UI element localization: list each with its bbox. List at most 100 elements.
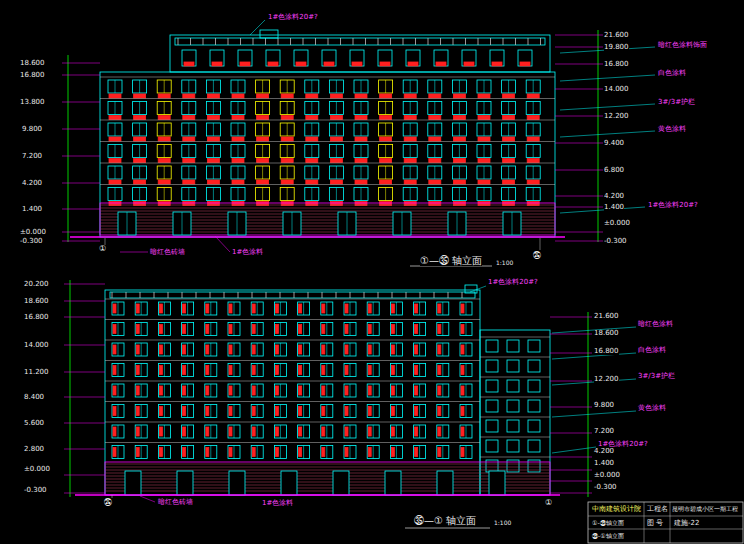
window bbox=[228, 425, 240, 438]
balcony-panel bbox=[134, 116, 146, 120]
window bbox=[502, 123, 516, 136]
window-shade bbox=[345, 325, 348, 334]
roof-rail bbox=[112, 292, 113, 298]
window-shade bbox=[345, 407, 348, 416]
window-shade bbox=[136, 386, 139, 395]
window bbox=[182, 166, 196, 179]
window-shade bbox=[322, 325, 325, 334]
window bbox=[133, 188, 147, 201]
window bbox=[228, 343, 240, 356]
material-note: 暗红色砖墙 bbox=[158, 499, 193, 506]
window-mullion bbox=[434, 166, 435, 179]
window bbox=[294, 50, 308, 66]
note-leader bbox=[560, 131, 655, 137]
balcony-panel bbox=[306, 94, 318, 98]
roof-vent bbox=[260, 30, 278, 38]
floor-line bbox=[480, 377, 550, 378]
window-mullion bbox=[385, 166, 386, 179]
level-label: 16.800 bbox=[604, 61, 629, 68]
window-mullion bbox=[419, 405, 420, 418]
window bbox=[437, 343, 449, 356]
window-mullion bbox=[280, 405, 281, 418]
window-mullion bbox=[118, 343, 119, 356]
window bbox=[321, 384, 333, 397]
level-leader bbox=[550, 334, 592, 335]
title-underline bbox=[405, 528, 490, 529]
balcony-panel bbox=[109, 137, 121, 141]
window bbox=[460, 425, 472, 438]
window-mullion bbox=[257, 405, 258, 418]
floor-line bbox=[480, 417, 550, 418]
window-mullion bbox=[326, 364, 327, 377]
level-label: 1:100 bbox=[496, 260, 513, 266]
window bbox=[274, 446, 286, 459]
window bbox=[528, 400, 540, 412]
balcony-panel bbox=[232, 180, 244, 184]
window bbox=[354, 102, 368, 115]
balcony-panel bbox=[296, 62, 306, 66]
dimension-line bbox=[68, 55, 69, 242]
balcony-panel bbox=[380, 180, 392, 184]
window bbox=[182, 446, 194, 459]
window-shade bbox=[275, 407, 278, 416]
window bbox=[158, 446, 170, 459]
window-mullion bbox=[326, 405, 327, 418]
window bbox=[367, 425, 379, 438]
window bbox=[228, 364, 240, 377]
roof-rail bbox=[453, 38, 454, 45]
window bbox=[367, 364, 379, 377]
window-shade bbox=[159, 448, 162, 457]
window bbox=[305, 145, 319, 158]
window bbox=[528, 420, 540, 432]
window bbox=[135, 364, 147, 377]
window-mullion bbox=[350, 302, 351, 315]
balcony-panel bbox=[478, 116, 490, 120]
window-mullion bbox=[459, 188, 460, 201]
brick-line bbox=[100, 211, 555, 212]
window bbox=[228, 446, 240, 459]
level-label: 1.400 bbox=[22, 206, 42, 213]
window bbox=[428, 80, 442, 93]
window bbox=[205, 302, 217, 315]
balcony-panel bbox=[109, 116, 121, 120]
window bbox=[390, 446, 402, 459]
balcony-panel bbox=[503, 180, 515, 184]
window-mullion bbox=[115, 80, 116, 93]
window bbox=[460, 323, 472, 336]
window-shade bbox=[368, 386, 371, 395]
balcony-panel bbox=[404, 159, 416, 163]
window-mullion bbox=[164, 446, 165, 459]
window bbox=[256, 80, 270, 93]
window-mullion bbox=[280, 425, 281, 438]
floor-line bbox=[105, 299, 480, 300]
balcony-panel bbox=[183, 137, 195, 141]
balcony-panel bbox=[232, 137, 244, 141]
window bbox=[280, 102, 294, 115]
level-leader bbox=[64, 475, 105, 476]
window bbox=[298, 446, 310, 459]
window-mullion bbox=[238, 145, 239, 158]
level-label: 5.600 bbox=[24, 420, 44, 427]
level-leader bbox=[550, 407, 592, 408]
window bbox=[344, 446, 356, 459]
window-mullion bbox=[257, 425, 258, 438]
roof-rail bbox=[224, 292, 225, 298]
level-leader bbox=[64, 449, 105, 450]
window bbox=[108, 166, 122, 179]
window-shade bbox=[229, 304, 232, 313]
note-leader bbox=[560, 104, 655, 110]
window-mullion bbox=[187, 323, 188, 336]
window bbox=[182, 425, 194, 438]
balcony-panel bbox=[306, 159, 318, 163]
window bbox=[206, 166, 220, 179]
window-mullion bbox=[361, 166, 362, 179]
roof-rail bbox=[503, 38, 504, 45]
level-leader bbox=[62, 183, 100, 184]
brick-line bbox=[105, 467, 550, 468]
window bbox=[298, 343, 310, 356]
balcony-panel bbox=[212, 62, 222, 66]
title-block-rule bbox=[588, 529, 743, 530]
floor-line bbox=[100, 77, 555, 78]
window bbox=[256, 145, 270, 158]
window bbox=[108, 123, 122, 136]
